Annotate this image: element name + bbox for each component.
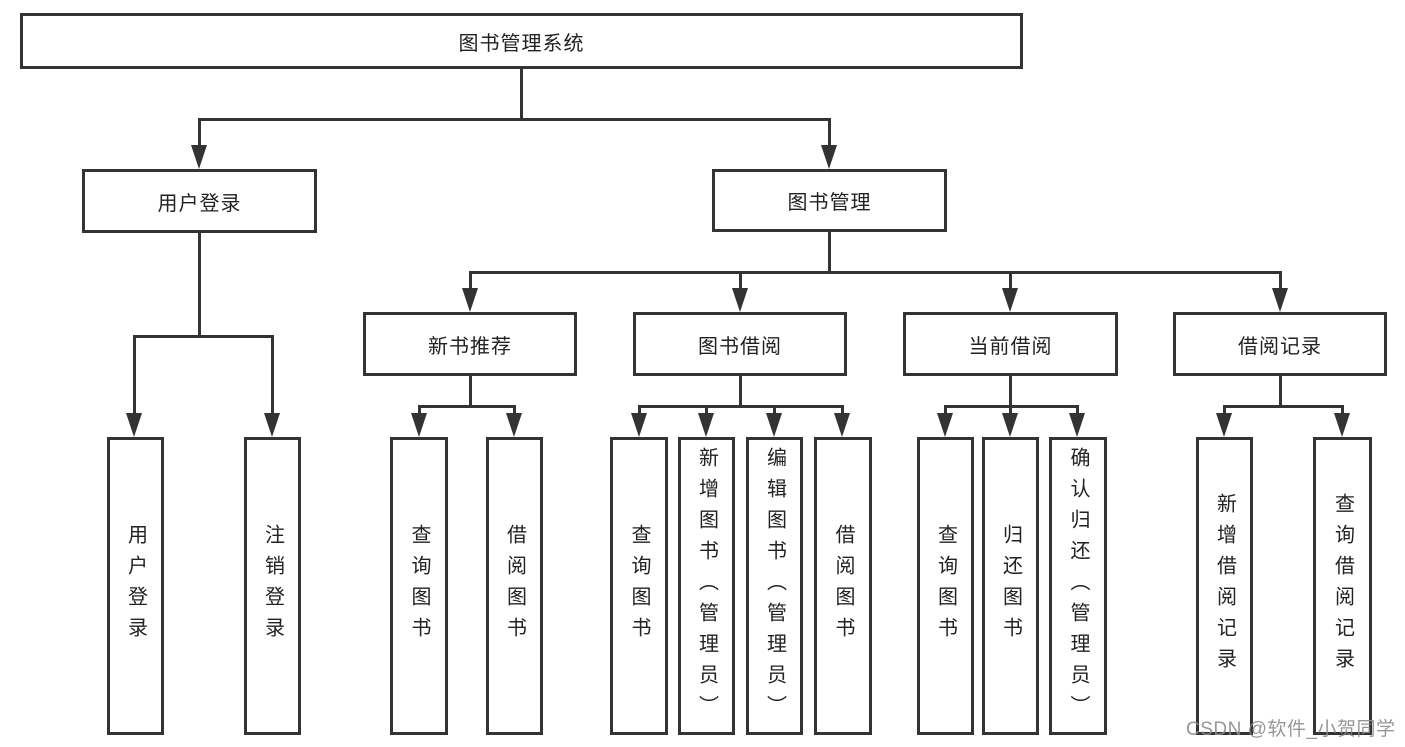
- leaf-query-books-borrow: 查询图书: [610, 437, 668, 735]
- connector-stub-book-borrow: [739, 271, 742, 290]
- arrowhead-book-mgmt: [821, 145, 837, 169]
- arrowhead-leaf: [411, 413, 427, 437]
- arrowhead-leaf: [766, 413, 782, 437]
- connector-stub: [841, 405, 844, 415]
- leaf-query-books-current: 查询图书: [917, 437, 974, 735]
- leaf-label: 查询借阅记录: [1331, 493, 1354, 679]
- arrowhead-new-book: [462, 288, 478, 312]
- leaf-label: 查询图书: [628, 524, 650, 648]
- node-label: 图书管理: [787, 192, 872, 214]
- arrowhead-leaf: [1334, 413, 1350, 437]
- node-current-borrow: 当前借阅: [903, 312, 1118, 376]
- connector-borrow-record-splitter: [1223, 405, 1344, 408]
- arrowhead-leaf: [1002, 413, 1018, 437]
- connector-new-book-splitter: [418, 405, 516, 408]
- leaf-logout: 注销登录: [244, 437, 301, 735]
- node-label: 新书推荐: [428, 335, 512, 358]
- leaf-label: 注销登录: [261, 524, 284, 648]
- node-root: 图书管理系统: [20, 13, 1023, 69]
- connector-stub: [1076, 405, 1079, 415]
- leaf-add-borrow-record: 新增借阅记录: [1196, 437, 1253, 735]
- arrowhead-book-borrow: [732, 288, 748, 312]
- connector-stub: [705, 405, 708, 415]
- connector-current-borrow-stem: [1009, 376, 1012, 407]
- arrowhead-borrow-record: [1272, 288, 1288, 312]
- leaf-query-books-newbook: 查询图书: [390, 437, 448, 735]
- connector-user-login-stem: [198, 232, 201, 337]
- connector-book-borrow-splitter: [638, 405, 844, 408]
- connector-book-mgmt-stem: [828, 232, 831, 273]
- arrowhead-leaf: [698, 413, 714, 437]
- leaf-label: 用户登录: [124, 524, 147, 648]
- leaf-label: 新增图书（管理员）: [695, 446, 718, 726]
- connector-stub-leaf-logout: [271, 335, 274, 415]
- leaf-label: 查询图书: [408, 524, 430, 648]
- arrowhead-leaf-login: [126, 413, 142, 437]
- leaf-user-login: 用户登录: [107, 437, 164, 735]
- node-root-label: 图书管理系统: [458, 32, 585, 55]
- connector-stub: [1223, 405, 1226, 415]
- node-book-mgmt: 图书管理: [712, 169, 947, 232]
- connector-stub: [513, 405, 516, 415]
- leaf-add-book-admin: 新增图书（管理员）: [678, 437, 735, 735]
- leaf-label: 借阅图书: [832, 524, 854, 648]
- connector-login-splitter: [133, 335, 274, 338]
- connector-borrow-record-stem: [1279, 376, 1282, 407]
- node-label: 用户登录: [157, 192, 242, 215]
- connector-stub: [1009, 405, 1012, 415]
- node-book-borrow: 图书借阅: [633, 312, 847, 376]
- arrowhead-leaf: [1069, 413, 1085, 437]
- connector-book-borrow-stem: [739, 376, 742, 407]
- leaf-query-borrow-record: 查询借阅记录: [1313, 437, 1372, 735]
- leaf-return-book: 归还图书: [982, 437, 1039, 735]
- node-new-book: 新书推荐: [363, 312, 577, 376]
- leaf-label: 归还图书: [999, 524, 1022, 648]
- connector-stub-current-borrow: [1009, 271, 1012, 290]
- connector-stub: [638, 405, 641, 415]
- leaf-confirm-return-admin: 确认归还（管理员）: [1049, 437, 1107, 735]
- connector-stub-book-mgmt: [828, 118, 831, 145]
- arrowhead-user-login: [191, 145, 207, 169]
- connector-stub-new-book: [469, 271, 472, 290]
- arrowhead-leaf: [631, 413, 647, 437]
- leaf-borrow-books-newbook: 借阅图书: [486, 437, 543, 735]
- connector-stub: [773, 405, 776, 415]
- arrowhead-leaf: [506, 413, 522, 437]
- connector-new-book-stem: [469, 376, 472, 407]
- node-label: 当前借阅: [968, 335, 1053, 358]
- connector-level2-splitter: [198, 118, 831, 121]
- arrowhead-current-borrow: [1002, 288, 1018, 312]
- arrowhead-leaf-logout: [264, 413, 280, 437]
- leaf-edit-book-admin: 编辑图书（管理员）: [746, 437, 803, 735]
- node-borrow-record: 借阅记录: [1173, 312, 1387, 376]
- arrowhead-leaf: [1216, 413, 1232, 437]
- arrowhead-leaf: [834, 413, 850, 437]
- leaf-label: 新增借阅记录: [1213, 493, 1236, 679]
- connector-root-stem: [520, 69, 523, 120]
- connector-stub: [944, 405, 947, 415]
- arrowhead-leaf: [937, 413, 953, 437]
- leaf-label: 查询图书: [934, 524, 957, 648]
- node-user-login: 用户登录: [82, 169, 317, 233]
- connector-stub-leaf-login: [133, 335, 136, 415]
- connector-stub-user-login: [198, 118, 201, 145]
- leaf-borrow-books: 借阅图书: [814, 437, 872, 735]
- node-label: 借阅记录: [1238, 335, 1322, 358]
- connector-stub: [1341, 405, 1344, 415]
- leaf-label: 确认归还（管理员）: [1067, 446, 1089, 726]
- watermark: CSDN @软件_小贺同学: [1186, 719, 1396, 740]
- leaf-label: 借阅图书: [503, 524, 526, 648]
- connector-stub-borrow-record: [1279, 271, 1282, 290]
- node-label: 图书借阅: [698, 335, 782, 358]
- connector-stub: [418, 405, 421, 415]
- leaf-label: 编辑图书（管理员）: [763, 446, 786, 726]
- connector-level3-splitter: [469, 271, 1282, 274]
